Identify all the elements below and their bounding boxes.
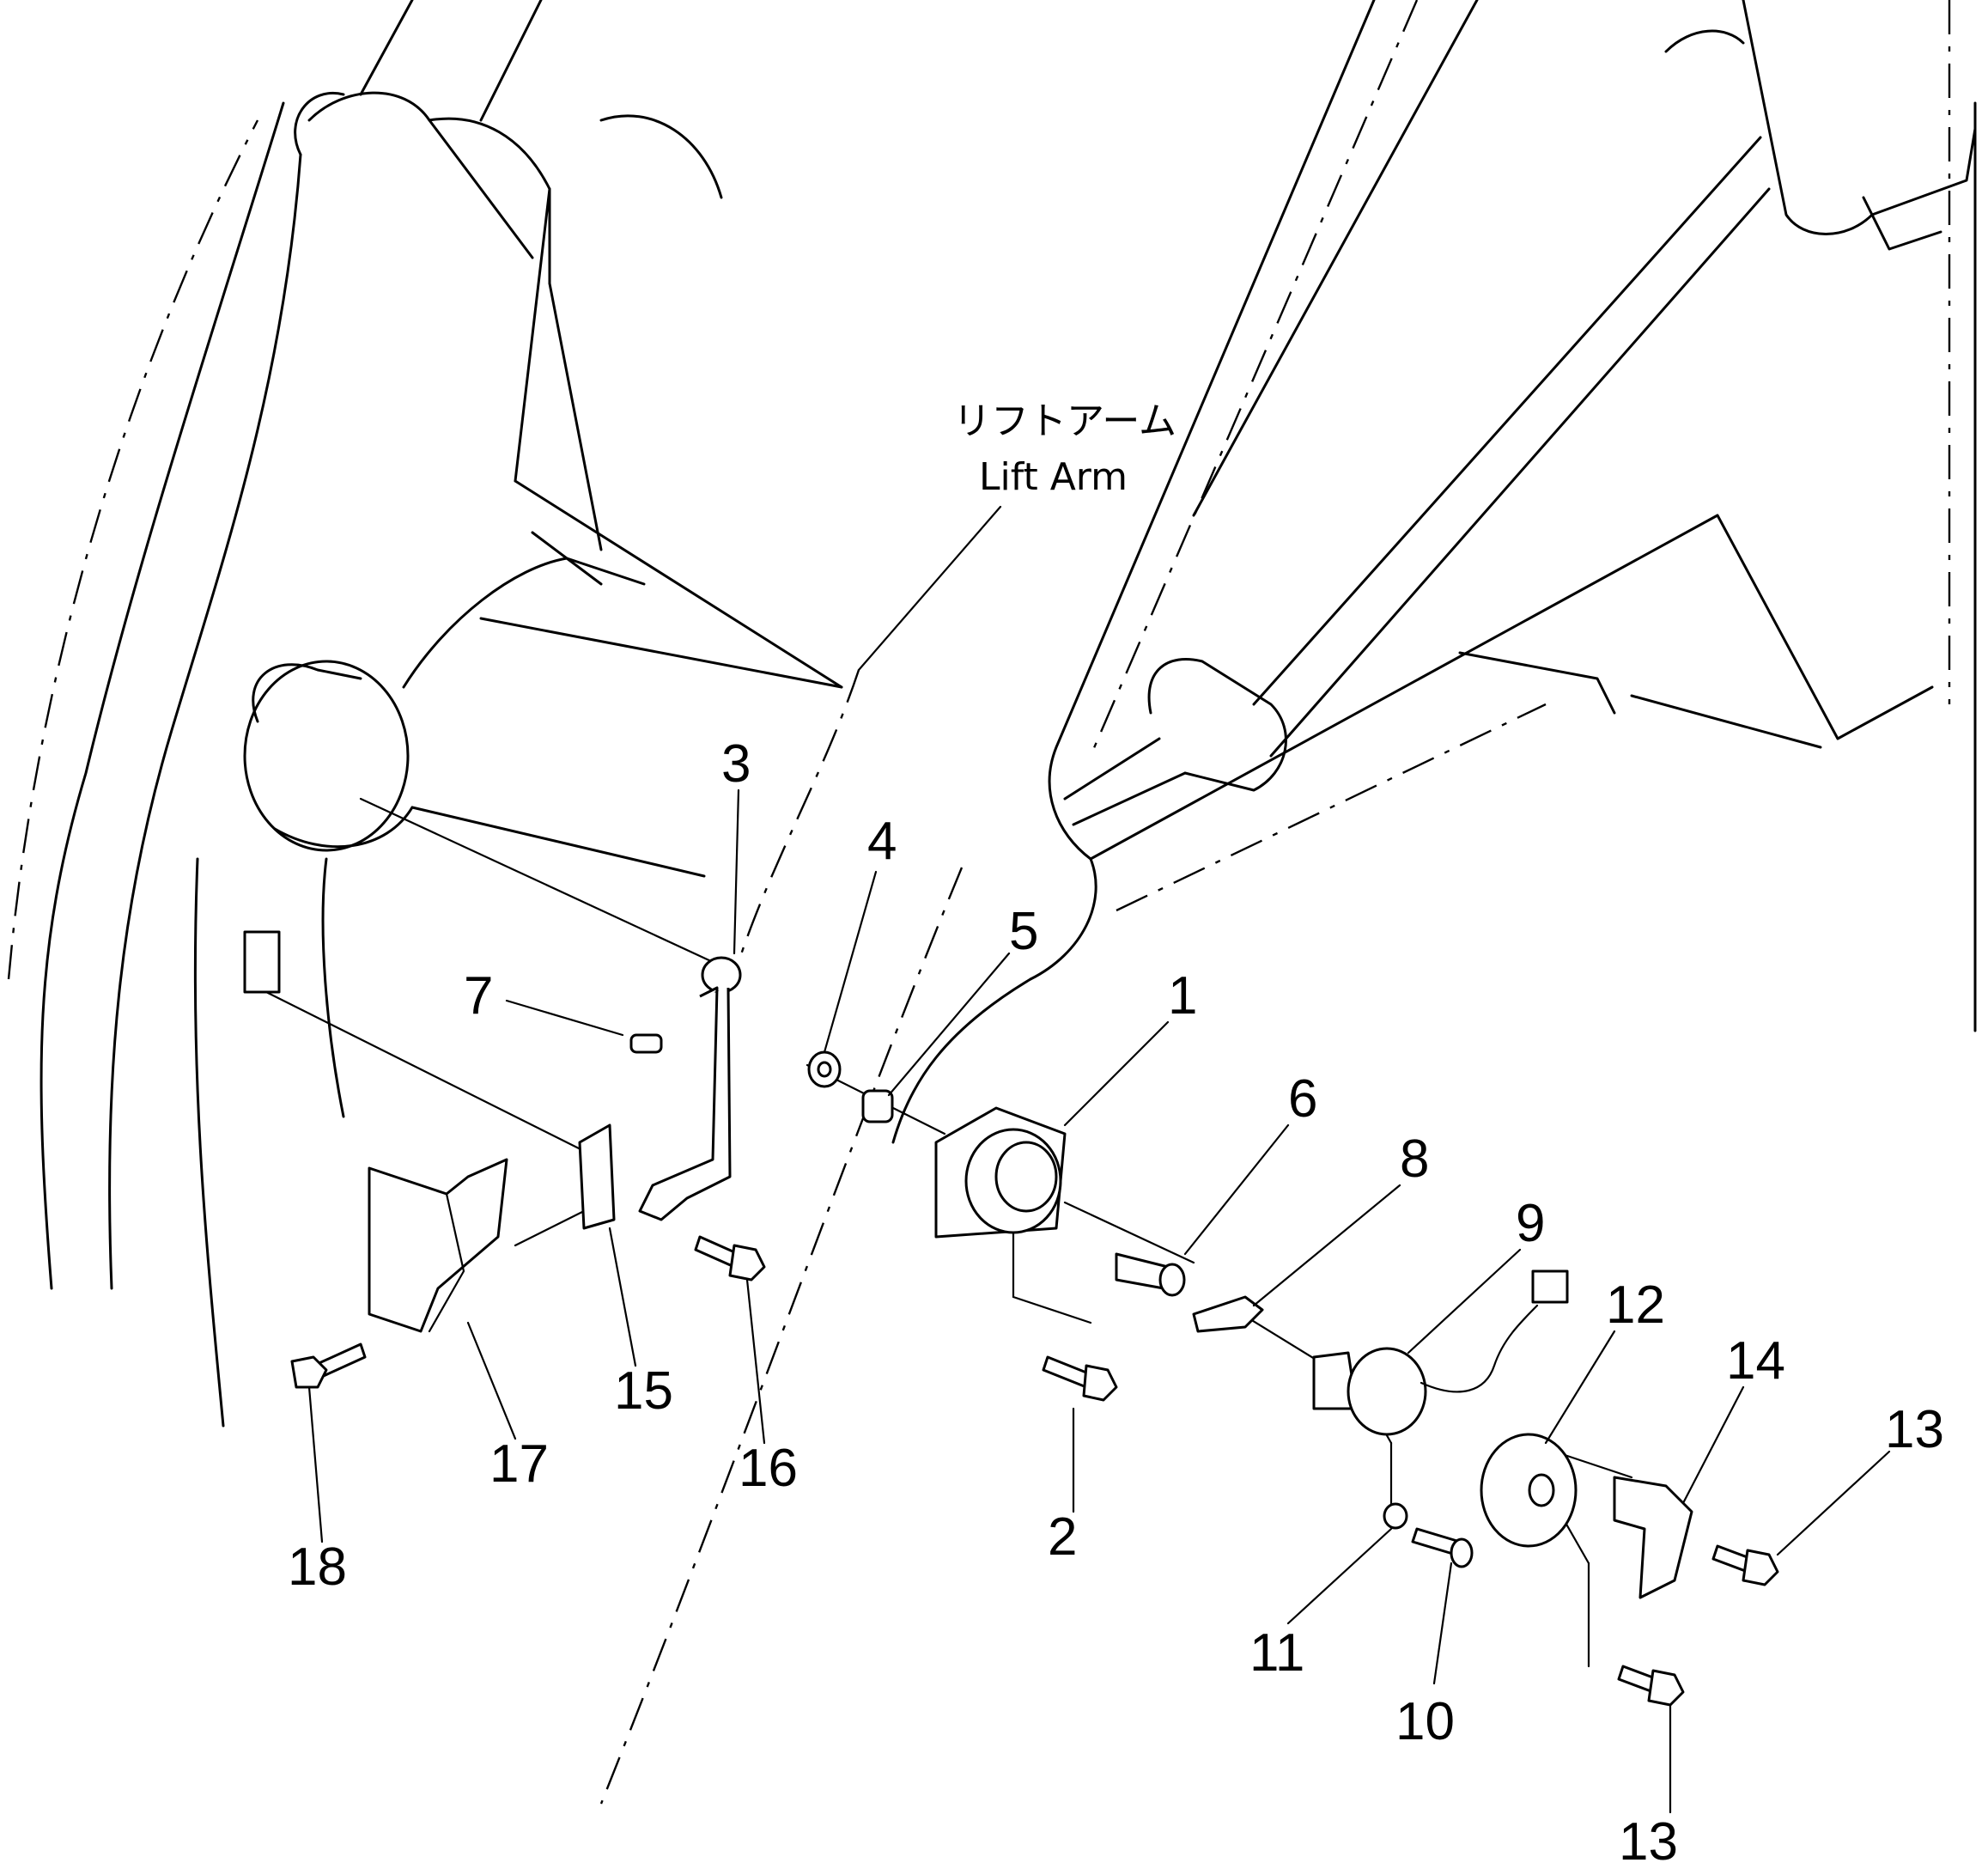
part-6-pin: [1115, 1252, 1186, 1297]
part-11-washer: [1383, 1502, 1408, 1530]
lift-arm-label-en: Lift Arm: [979, 455, 1128, 499]
callout-3: 3: [721, 734, 751, 794]
callout-9: 9: [1516, 1194, 1545, 1253]
callout-16: 16: [739, 1439, 798, 1498]
lift-arm-label: リフトアーム Lift Arm: [857, 399, 1176, 672]
part-5-bushing: [861, 1089, 894, 1123]
part-3-lever: [638, 956, 742, 1221]
callout-17: 17: [489, 1434, 549, 1494]
small-bracket-top-left: [243, 930, 281, 994]
callout-4: 4: [867, 812, 897, 871]
part-2-bolt: [1042, 1355, 1118, 1402]
part-17-guard: [368, 1158, 508, 1333]
part-13-bolt-a: [1711, 1544, 1779, 1586]
callout-8: 8: [1400, 1129, 1429, 1189]
part-1-housing: [934, 1106, 1067, 1239]
part-12-plate: [1480, 1433, 1578, 1548]
callout-10: 10: [1395, 1692, 1455, 1751]
callouts: 1 2 3 4 5 6 7 8 9 10 11 12 13 13 14 15 1…: [288, 734, 1944, 1869]
part-10-screw: [1411, 1527, 1474, 1568]
part-18-bolt: [290, 1342, 367, 1389]
callout-6: 6: [1288, 1069, 1317, 1129]
callout-11: 11: [1249, 1623, 1304, 1683]
callout-leaders: [307, 788, 1891, 1814]
callout-1: 1: [1168, 966, 1197, 1026]
part-13-bolt-b: [1617, 1665, 1685, 1707]
part-8-clip: [1192, 1295, 1264, 1333]
part-15-plate: [578, 1123, 616, 1230]
part-4-washer: [807, 1050, 842, 1088]
lift-arm-label-jp: リフトアーム: [953, 399, 1176, 443]
part-7-set-screw: [629, 1033, 663, 1054]
callout-13-b: 13: [1619, 1812, 1678, 1869]
callout-15: 15: [614, 1361, 673, 1421]
part-16-bolt: [694, 1235, 766, 1282]
callout-14: 14: [1726, 1331, 1785, 1391]
callout-12: 12: [1606, 1275, 1665, 1335]
lift-arm-outline: [7, 0, 1977, 1805]
part-9-sensor: [1312, 1269, 1569, 1436]
callout-5: 5: [1009, 902, 1038, 961]
callout-13-a: 13: [1885, 1400, 1944, 1459]
callout-18: 18: [288, 1537, 347, 1597]
part-14-bracket: [1613, 1476, 1693, 1599]
callout-2: 2: [1048, 1507, 1077, 1567]
callout-7: 7: [464, 966, 493, 1026]
